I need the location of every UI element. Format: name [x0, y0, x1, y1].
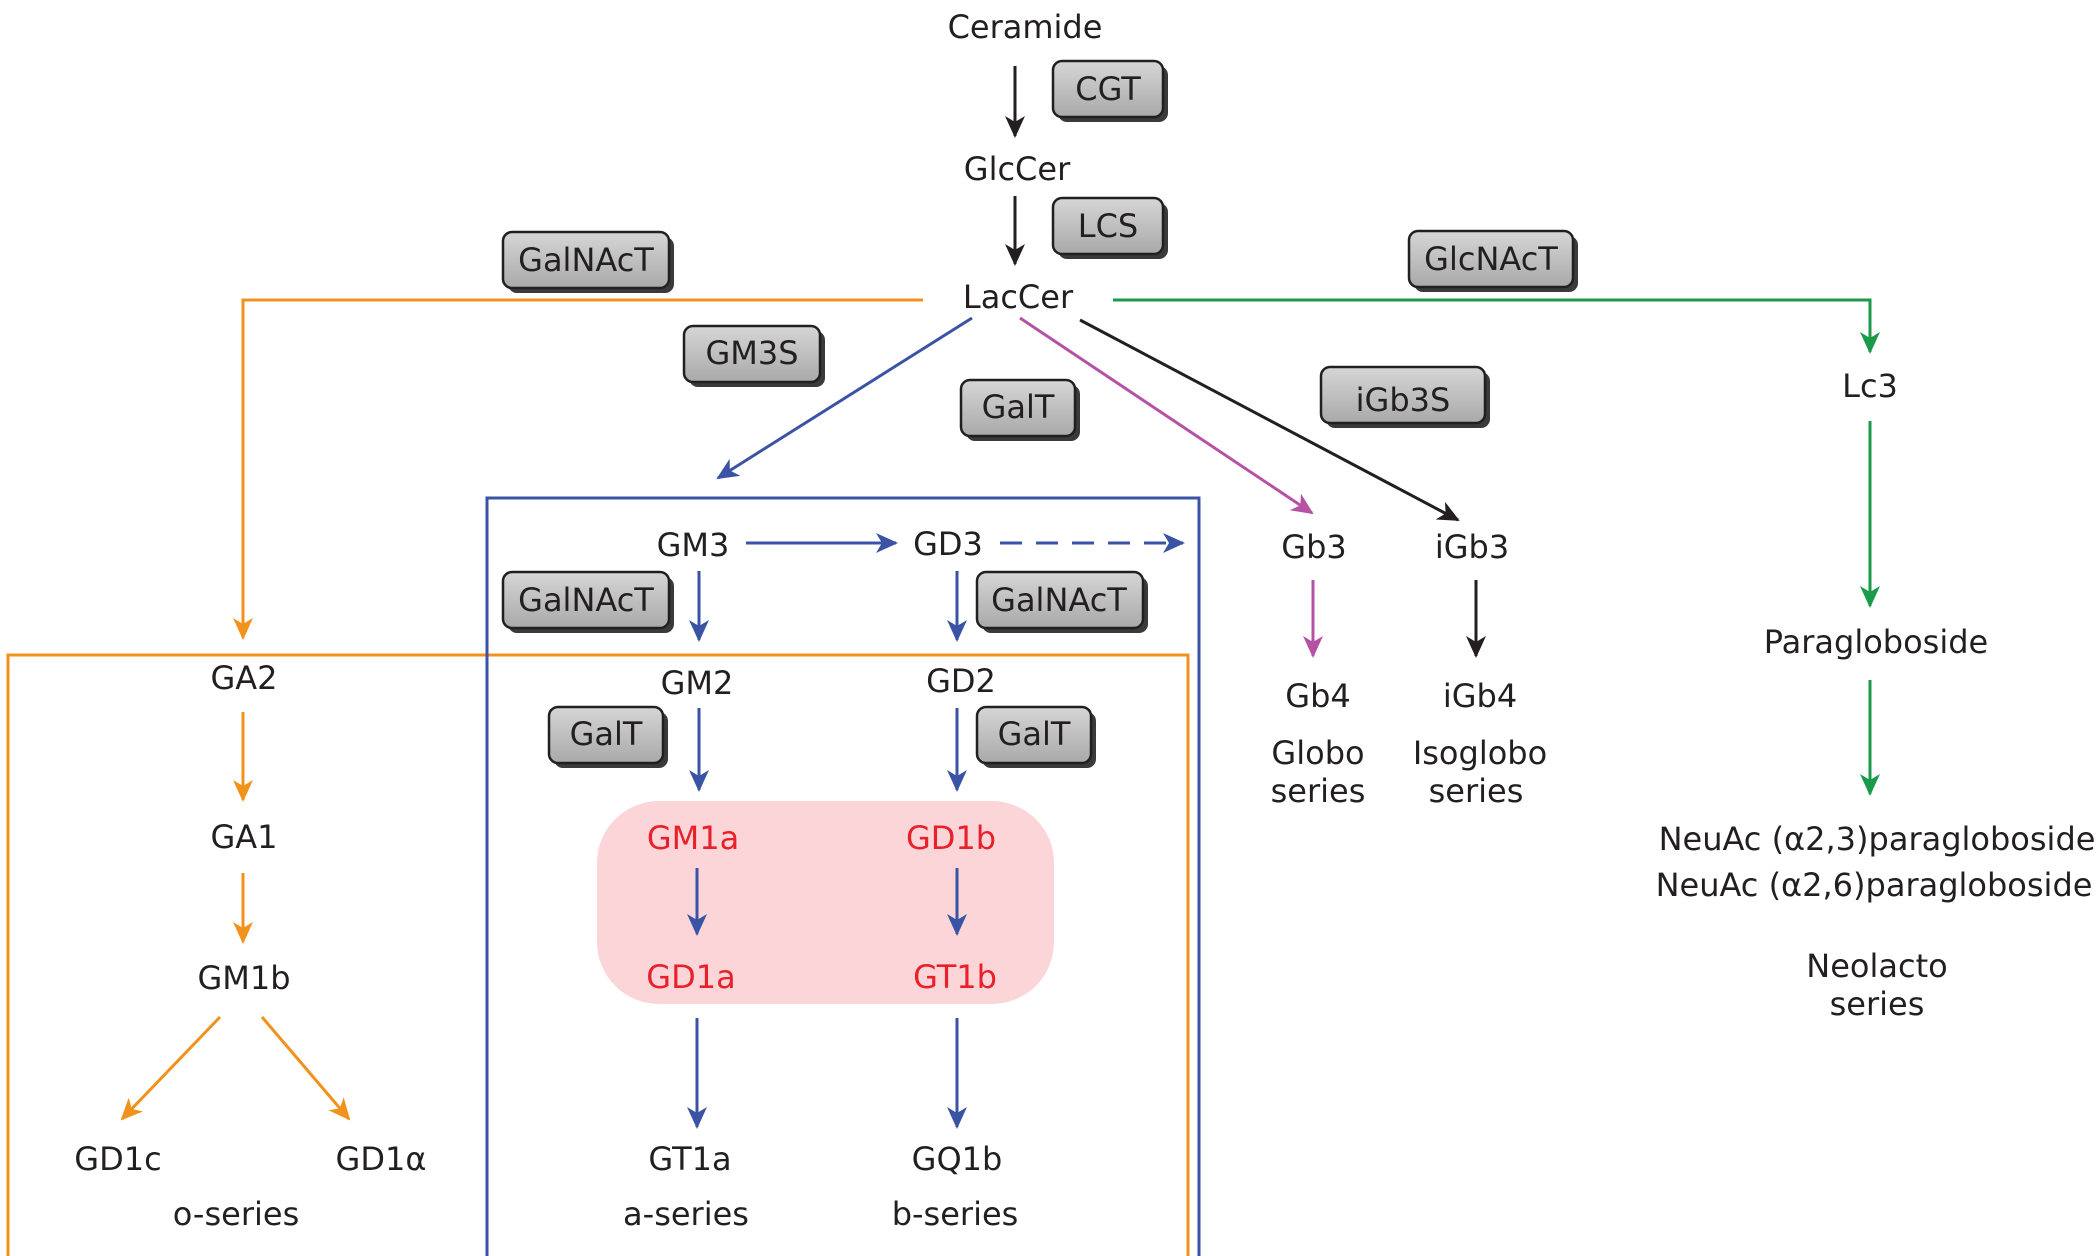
enzyme-badge-cgt: CGT — [1051, 59, 1168, 122]
series-label-isoglobo-2: series — [1429, 772, 1524, 810]
node-igb3: iGb3 — [1435, 528, 1509, 566]
series-label-neolacto-2: series — [1830, 985, 1925, 1023]
series-label-globo-1: Globo — [1271, 734, 1364, 772]
enzyme-label-galnact-gm3: GalNAcT — [518, 581, 654, 619]
node-gd3: GD3 — [913, 525, 983, 563]
enzyme-label-galt-top: GalT — [982, 388, 1055, 426]
node-gm3: GM3 — [657, 526, 730, 564]
arrow-laccer-gm3 — [716, 316, 973, 480]
node-gm2: GM2 — [661, 664, 734, 702]
enzyme-badge-glcnact: GlcNAcT — [1407, 229, 1578, 292]
enzyme-badge-gm3s: GM3S — [682, 324, 825, 387]
node-gd1b: GD1b — [906, 819, 996, 857]
node-ga2: GA2 — [210, 659, 277, 697]
node-gm1a: GM1a — [647, 819, 739, 857]
enzyme-badge-lcs: LCS — [1051, 196, 1168, 259]
enzyme-badge-igb3s: iGb3S — [1319, 365, 1490, 428]
node-gt1b: GT1b — [913, 958, 997, 996]
node-gb4: Gb4 — [1285, 677, 1350, 715]
enzyme-label-galnact-gd3: GalNAcT — [991, 581, 1127, 619]
enzyme-badge-galnact-gm3: GalNAcT — [501, 570, 674, 633]
arrow-laccer-gb3 — [1019, 316, 1314, 515]
node-glccer: GlcCer — [964, 150, 1071, 188]
series-label-a: a-series — [623, 1195, 749, 1233]
enzyme-label-galnact-left: GalNAcT — [518, 241, 654, 279]
node-gd1a: GD1a — [646, 958, 735, 996]
arrow-laccer-lc3 — [1113, 298, 1880, 354]
node-gm1b: GM1b — [197, 959, 290, 997]
enzyme-badge-galnact-left: GalNAcT — [501, 230, 674, 293]
arrow-laccer-ga2 — [233, 298, 923, 640]
arrow-gm1b-gd1c — [120, 1015, 222, 1121]
enzyme-label-lcs: LCS — [1078, 207, 1138, 245]
enzyme-badge-galt-gm2: GalT — [547, 705, 668, 768]
series-label-globo-2: series — [1271, 772, 1366, 810]
node-neuac-a26: NeuAc (α2,6)paragloboside — [1656, 866, 2093, 904]
node-gb3: Gb3 — [1281, 528, 1346, 566]
enzyme-label-cgt: CGT — [1075, 70, 1141, 108]
node-gd1c: GD1c — [74, 1140, 161, 1178]
node-gt1a: GT1a — [648, 1140, 731, 1178]
node-gd2: GD2 — [926, 662, 996, 700]
node-ceramide: Ceramide — [948, 8, 1103, 46]
ab-series-box — [485, 496, 1201, 1256]
enzyme-label-gm3s: GM3S — [705, 334, 798, 372]
enzyme-badge-galt-top: GalT — [959, 378, 1080, 441]
node-neuac-a23: NeuAc (α2,3)paragloboside — [1659, 820, 2096, 858]
enzyme-label-galt-gm2: GalT — [570, 715, 643, 753]
node-lc3: Lc3 — [1842, 367, 1898, 405]
series-label-o: o-series — [173, 1195, 299, 1233]
enzyme-label-galt-gd2: GalT — [998, 715, 1071, 753]
enzyme-label-igb3s: iGb3S — [1356, 381, 1451, 419]
node-paragloboside: Paragloboside — [1764, 623, 1988, 661]
enzyme-badge-galnact-gd3: GalNAcT — [975, 570, 1148, 633]
node-ga1: GA1 — [210, 818, 277, 856]
series-label-b: b-series — [892, 1195, 1019, 1233]
node-gq1b: GQ1b — [912, 1140, 1003, 1178]
arrow-gm1b-gd1alpha — [260, 1016, 351, 1121]
highlight-panel — [597, 801, 1054, 1004]
o-series-box — [6, 653, 1190, 1256]
arrow-laccer-igb3 — [1079, 318, 1460, 522]
node-igb4: iGb4 — [1443, 677, 1517, 715]
node-gd1alpha: GD1α — [336, 1140, 427, 1178]
enzyme-badge-galt-gd2: GalT — [975, 705, 1096, 768]
enzyme-label-glcnact: GlcNAcT — [1424, 240, 1558, 278]
series-label-isoglobo-1: Isoglobo — [1413, 734, 1547, 772]
node-laccer: LacCer — [963, 278, 1074, 316]
series-label-neolacto-1: Neolacto — [1806, 947, 1947, 985]
